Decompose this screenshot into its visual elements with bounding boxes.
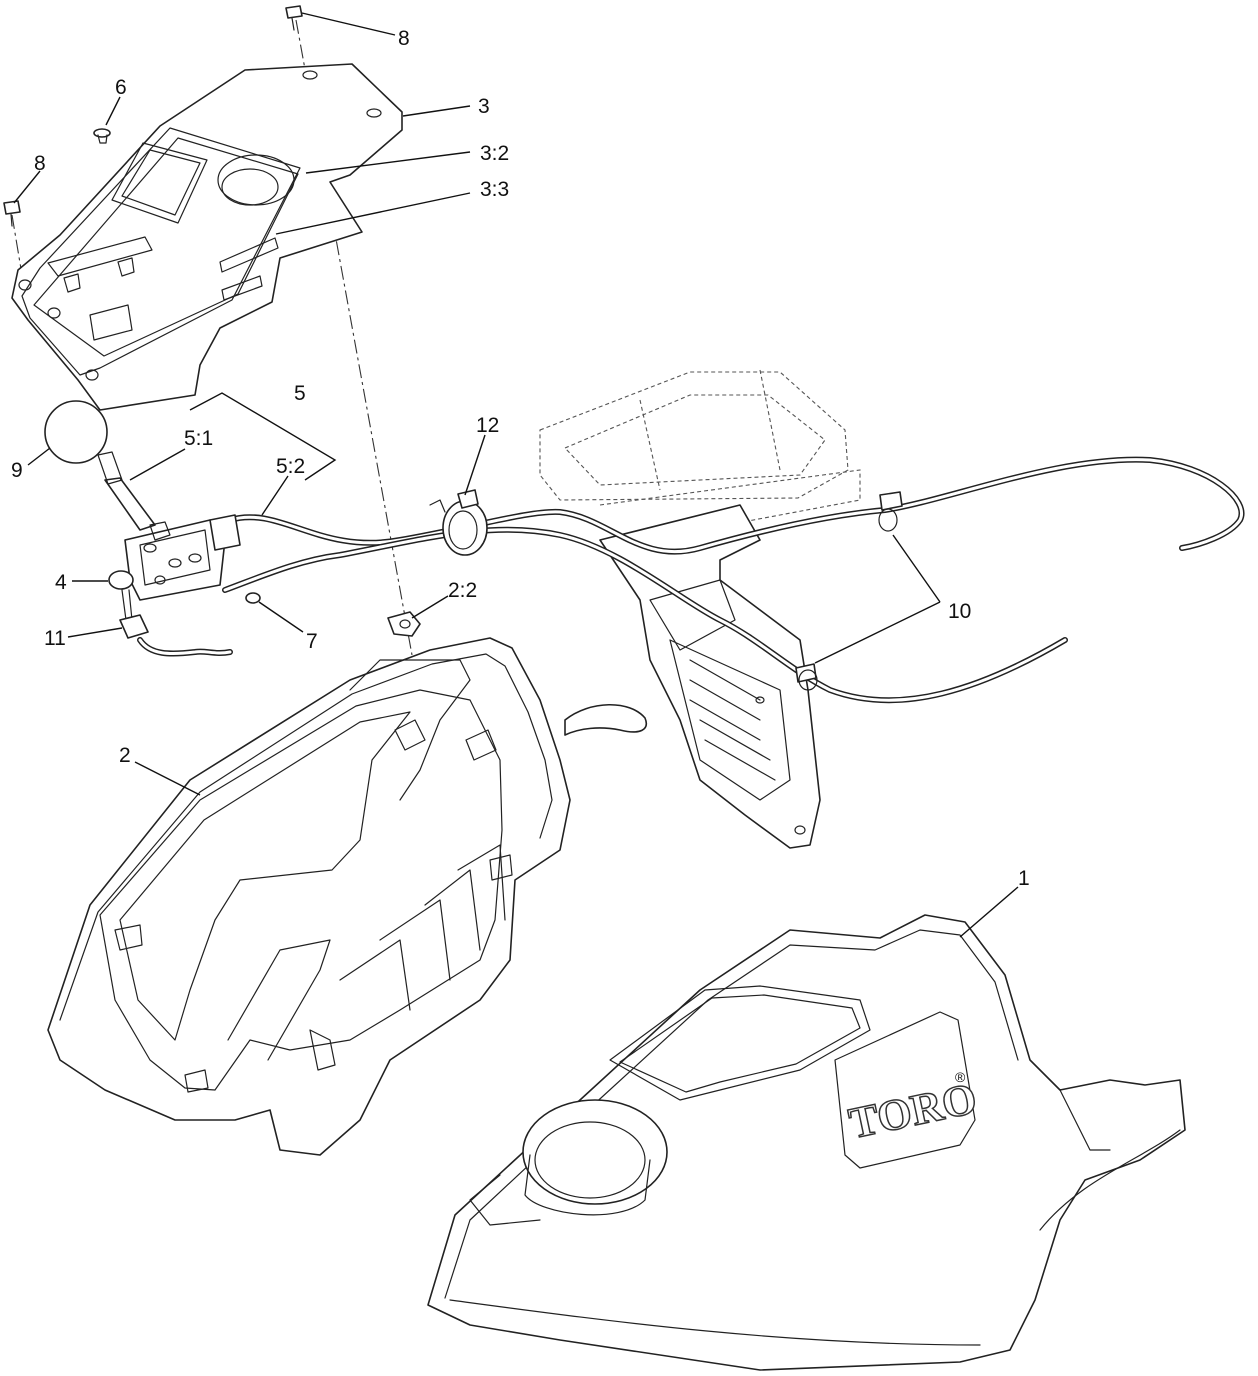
callout-6: 6 [115,76,127,99]
screw-left [3,200,21,227]
throttle-lever-assembly [97,451,241,601]
callout-3-3: 3:3 [480,178,509,201]
callout-labels: 8 6 3 8 3:2 3:3 5 12 5:1 9 5:2 4 2:2 10 … [11,27,1030,890]
callout-3-2: 3:2 [480,142,509,165]
callout-12: 12 [476,414,499,437]
callout-10: 10 [948,600,971,623]
mounting-bracket [599,504,821,849]
callout-5: 5 [294,382,306,405]
console-cover-plate [11,63,403,411]
callout-5-1: 5:1 [184,427,213,450]
callout-11: 11 [44,627,66,650]
plug-button [93,128,111,144]
throttle-cable [137,456,1245,704]
leader-lines [13,12,1019,938]
registered-mark: ® [955,1069,966,1085]
callout-1: 1 [1018,867,1030,890]
cable-tie-lower [795,663,818,691]
callout-2: 2 [119,744,131,767]
cable-clamp-small [119,614,149,639]
carriage-bolt [108,570,134,621]
cable-clamp [429,489,488,556]
callout-9: 9 [11,459,23,482]
callout-7: 7 [306,630,318,653]
cable-tie-upper [878,491,903,532]
screw-top [285,5,303,31]
top-cover: TORO ® [427,914,1186,1371]
callout-8-left: 8 [34,152,46,175]
callout-5-2: 5:2 [276,455,305,478]
callout-3: 3 [478,95,490,118]
assembly-centerline-left [11,214,23,276]
control-knob [44,400,108,464]
callout-4: 4 [55,571,67,594]
callout-2-2: 2:2 [448,579,477,602]
mounting-screw [245,592,261,604]
callout-8-top: 8 [398,27,410,50]
lower-housing [47,637,647,1156]
